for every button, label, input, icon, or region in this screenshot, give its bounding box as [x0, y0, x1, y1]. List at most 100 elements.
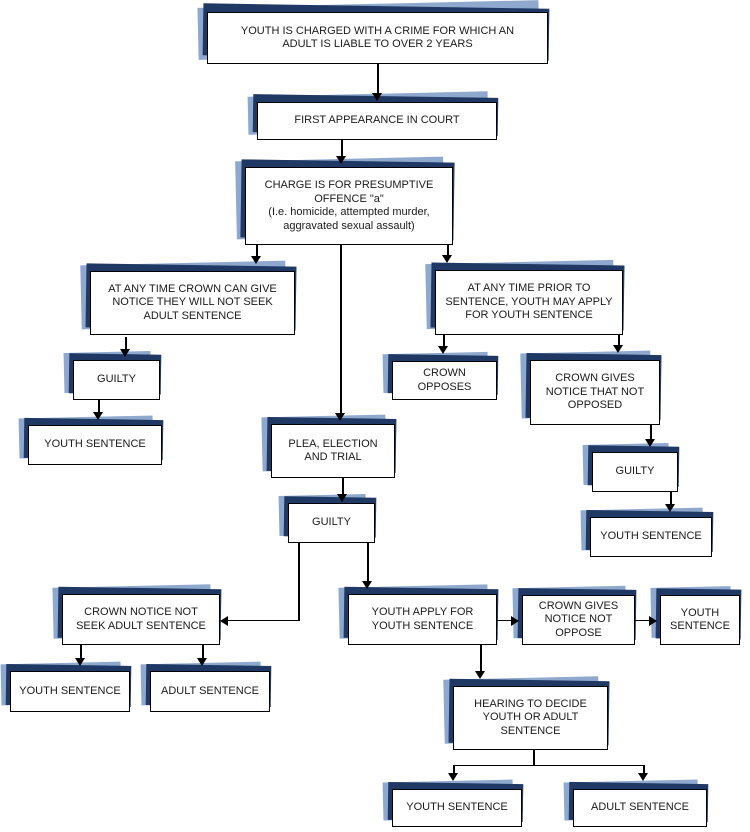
arrow-down-icon: [337, 494, 347, 502]
node-label: GUILTY: [312, 516, 351, 529]
arrow-down-icon: [251, 256, 261, 264]
node-face: YOUTH SENTENCE: [660, 595, 740, 645]
connector-line: [367, 543, 369, 581]
arrow-right-icon: [511, 615, 519, 626]
node-crown-gives-notice-not-opposed: CROWN GIVES NOTICE THAT NOT OPPOSED: [520, 350, 662, 425]
connector-line: [618, 335, 620, 345]
node-adult-sentence-bottom-left: ADULT SENTENCE: [140, 661, 272, 712]
node-face: CHARGE IS FOR PRESUMPTIVE OFFENCE "a" (I…: [245, 167, 453, 245]
node-crown-can-give-notice: AT ANY TIME CROWN CAN GIVE NOTICE THEY W…: [80, 260, 297, 335]
connector-line: [497, 619, 511, 621]
connector-line: [635, 619, 649, 621]
node-youth-sentence-bottom-left: YOUTH SENTENCE: [0, 661, 132, 712]
arrow-down-icon: [442, 255, 452, 263]
node-label: YOUTH IS CHARGED WITH A CRIME FOR WHICH …: [240, 24, 515, 51]
node-face: ADULT SENTENCE: [150, 671, 270, 712]
node-guilty-mid: GUILTY: [278, 494, 377, 543]
node-hearing: HEARING TO DECIDE YOUTH OR ADULT SENTENC…: [443, 676, 610, 750]
node-label: YOUTH SENTENCE: [406, 801, 508, 814]
node-charge-presumptive: CHARGE IS FOR PRESUMPTIVE OFFENCE "a" (I…: [235, 156, 455, 245]
node-face: FIRST APPEARANCE IN COURT: [257, 102, 497, 140]
arrow-down-icon: [336, 156, 346, 164]
arrow-down-icon: [665, 504, 675, 512]
connector-line: [98, 400, 100, 412]
arrow-down-icon: [475, 671, 485, 679]
arrow-right-icon: [649, 615, 657, 626]
connector-line: [480, 645, 482, 671]
node-label: YOUTH SENTENCE: [670, 606, 730, 633]
node-face: HEARING TO DECIDE YOUTH OR ADULT SENTENC…: [453, 686, 608, 750]
connector-line: [533, 750, 535, 765]
node-label: YOUTH APPLY FOR YOUTH SENTENCE: [371, 606, 474, 632]
connector-line: [298, 543, 300, 621]
node-face: YOUTH SENTENCE: [590, 517, 712, 557]
node-label: GUILTY: [97, 373, 136, 386]
node-label: CROWN GIVES NOTICE NOT OPPOSE: [538, 599, 619, 639]
arrow-down-icon: [197, 658, 207, 666]
arrow-down-icon: [372, 93, 382, 101]
node-label: YOUTH SENTENCE: [19, 684, 121, 697]
node-face: ADULT SENTENCE: [573, 789, 707, 827]
node-youth-apply: YOUTH APPLY FOR YOUTH SENTENCE: [338, 584, 499, 645]
arrow-down-icon: [638, 773, 648, 781]
arrow-left-icon: [220, 615, 228, 626]
arrow-down-icon: [438, 346, 448, 354]
node-face: AT ANY TIME PRIOR TO SENTENCE, YOUTH MAY…: [435, 270, 623, 335]
node-face: GUILTY: [592, 452, 678, 492]
node-plea-election-trial: PLEA, ELECTION AND TRIAL: [261, 414, 397, 478]
node-label: ADULT SENTENCE: [160, 684, 259, 697]
node-crown-gives-notice-not-oppose: CROWN GIVES NOTICE NOT OPPOSE: [512, 585, 637, 645]
node-youth-sentence-left: YOUTH SENTENCE: [18, 415, 164, 465]
node-youth-sentence-bottom: YOUTH SENTENCE: [382, 779, 524, 827]
node-face: CROWN NOTICE NOT SEEK ADULT SENTENCE: [62, 594, 220, 645]
node-adult-sentence-bottom: ADULT SENTENCE: [563, 779, 709, 827]
connector-line: [341, 140, 343, 156]
connector-line: [453, 764, 643, 766]
node-face: CROWN GIVES NOTICE NOT OPPOSE: [522, 595, 635, 645]
connector-line: [228, 619, 299, 621]
node-face: CROWN GIVES NOTICE THAT NOT OPPOSED: [530, 360, 660, 425]
arrow-down-icon: [75, 658, 85, 666]
node-youth-charged: YOUTH IS CHARGED WITH A CRIME FOR WHICH …: [197, 0, 550, 64]
node-label: CROWN NOTICE NOT SEEK ADULT SENTENCE: [76, 606, 206, 632]
arrow-down-icon: [120, 349, 130, 357]
arrow-down-icon: [93, 412, 103, 420]
node-face: YOUTH APPLY FOR YOUTH SENTENCE: [348, 594, 497, 645]
connector-line: [453, 765, 455, 773]
node-face: CROWN OPPOSES: [392, 361, 497, 400]
connector-line: [443, 335, 445, 346]
node-face: YOUTH IS CHARGED WITH A CRIME FOR WHICH …: [207, 12, 548, 64]
connector-line: [447, 245, 449, 255]
node-label: PLEA, ELECTION AND TRIAL: [288, 437, 378, 464]
connector-line: [670, 492, 672, 504]
node-label: YOUTH SENTENCE: [44, 438, 146, 451]
node-label: CHARGE IS FOR PRESUMPTIVE OFFENCE "a" (I…: [264, 179, 434, 232]
node-label: AT ANY TIME CROWN CAN GIVE NOTICE THEY W…: [108, 282, 277, 322]
node-youth-sentence-right: YOUTH SENTENCE: [580, 507, 714, 557]
node-label: CROWN OPPOSES: [417, 367, 472, 393]
node-youth-may-apply: AT ANY TIME PRIOR TO SENTENCE, YOUTH MAY…: [425, 259, 625, 335]
node-label: YOUTH SENTENCE: [600, 530, 702, 543]
node-face: GUILTY: [73, 360, 160, 400]
arrow-down-icon: [448, 773, 458, 781]
node-label: GUILTY: [615, 465, 655, 478]
node-face: YOUTH SENTENCE: [10, 671, 130, 712]
node-label: CROWN GIVES NOTICE THAT NOT OPPOSED: [545, 372, 645, 412]
connector-line: [650, 425, 652, 439]
connector-line: [202, 645, 204, 658]
connector-line: [125, 337, 127, 349]
arrow-down-icon: [613, 345, 623, 353]
connector-line: [256, 245, 258, 256]
node-label: AT ANY TIME PRIOR TO SENTENCE, YOUTH MAY…: [445, 282, 613, 322]
node-youth-sentence-far-right: YOUTH SENTENCE: [650, 586, 742, 645]
node-label: FIRST APPEARANCE IN COURT: [294, 114, 460, 127]
connector-line: [340, 245, 342, 413]
node-guilty-left: GUILTY: [63, 351, 162, 400]
node-face: GUILTY: [288, 503, 375, 543]
node-face: AT ANY TIME CROWN CAN GIVE NOTICE THEY W…: [90, 271, 295, 335]
node-label: ADULT SENTENCE: [590, 801, 689, 814]
node-face: YOUTH SENTENCE: [28, 425, 162, 465]
node-guilty-right: GUILTY: [582, 443, 680, 492]
connector-line: [80, 645, 82, 658]
